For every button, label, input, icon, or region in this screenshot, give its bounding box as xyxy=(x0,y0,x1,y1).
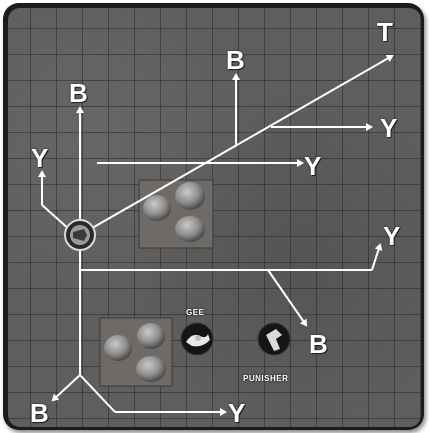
label-b-top-left: B xyxy=(69,80,88,106)
label-t-top-right: T xyxy=(377,19,393,45)
label-y-left: Y xyxy=(31,145,48,171)
label-b-bottom-left: B xyxy=(30,400,49,426)
label-y-middle: Y xyxy=(304,153,321,179)
rough-terrain-lower xyxy=(100,318,172,386)
punisher-name-label: PUNISHER xyxy=(243,374,288,383)
label-b-bottom-middle: B xyxy=(309,331,328,357)
label-b-top-middle: B xyxy=(226,47,245,73)
label-y-bottom: Y xyxy=(228,400,245,426)
rough-terrain-upper xyxy=(139,180,213,248)
label-y-right-middle: Y xyxy=(383,223,400,249)
gee-token[interactable] xyxy=(181,323,213,355)
gee-name-label: GEE xyxy=(186,308,204,317)
origin-model-token[interactable] xyxy=(65,220,95,250)
punisher-token[interactable] xyxy=(258,323,290,355)
label-y-right-upper: Y xyxy=(380,115,397,141)
